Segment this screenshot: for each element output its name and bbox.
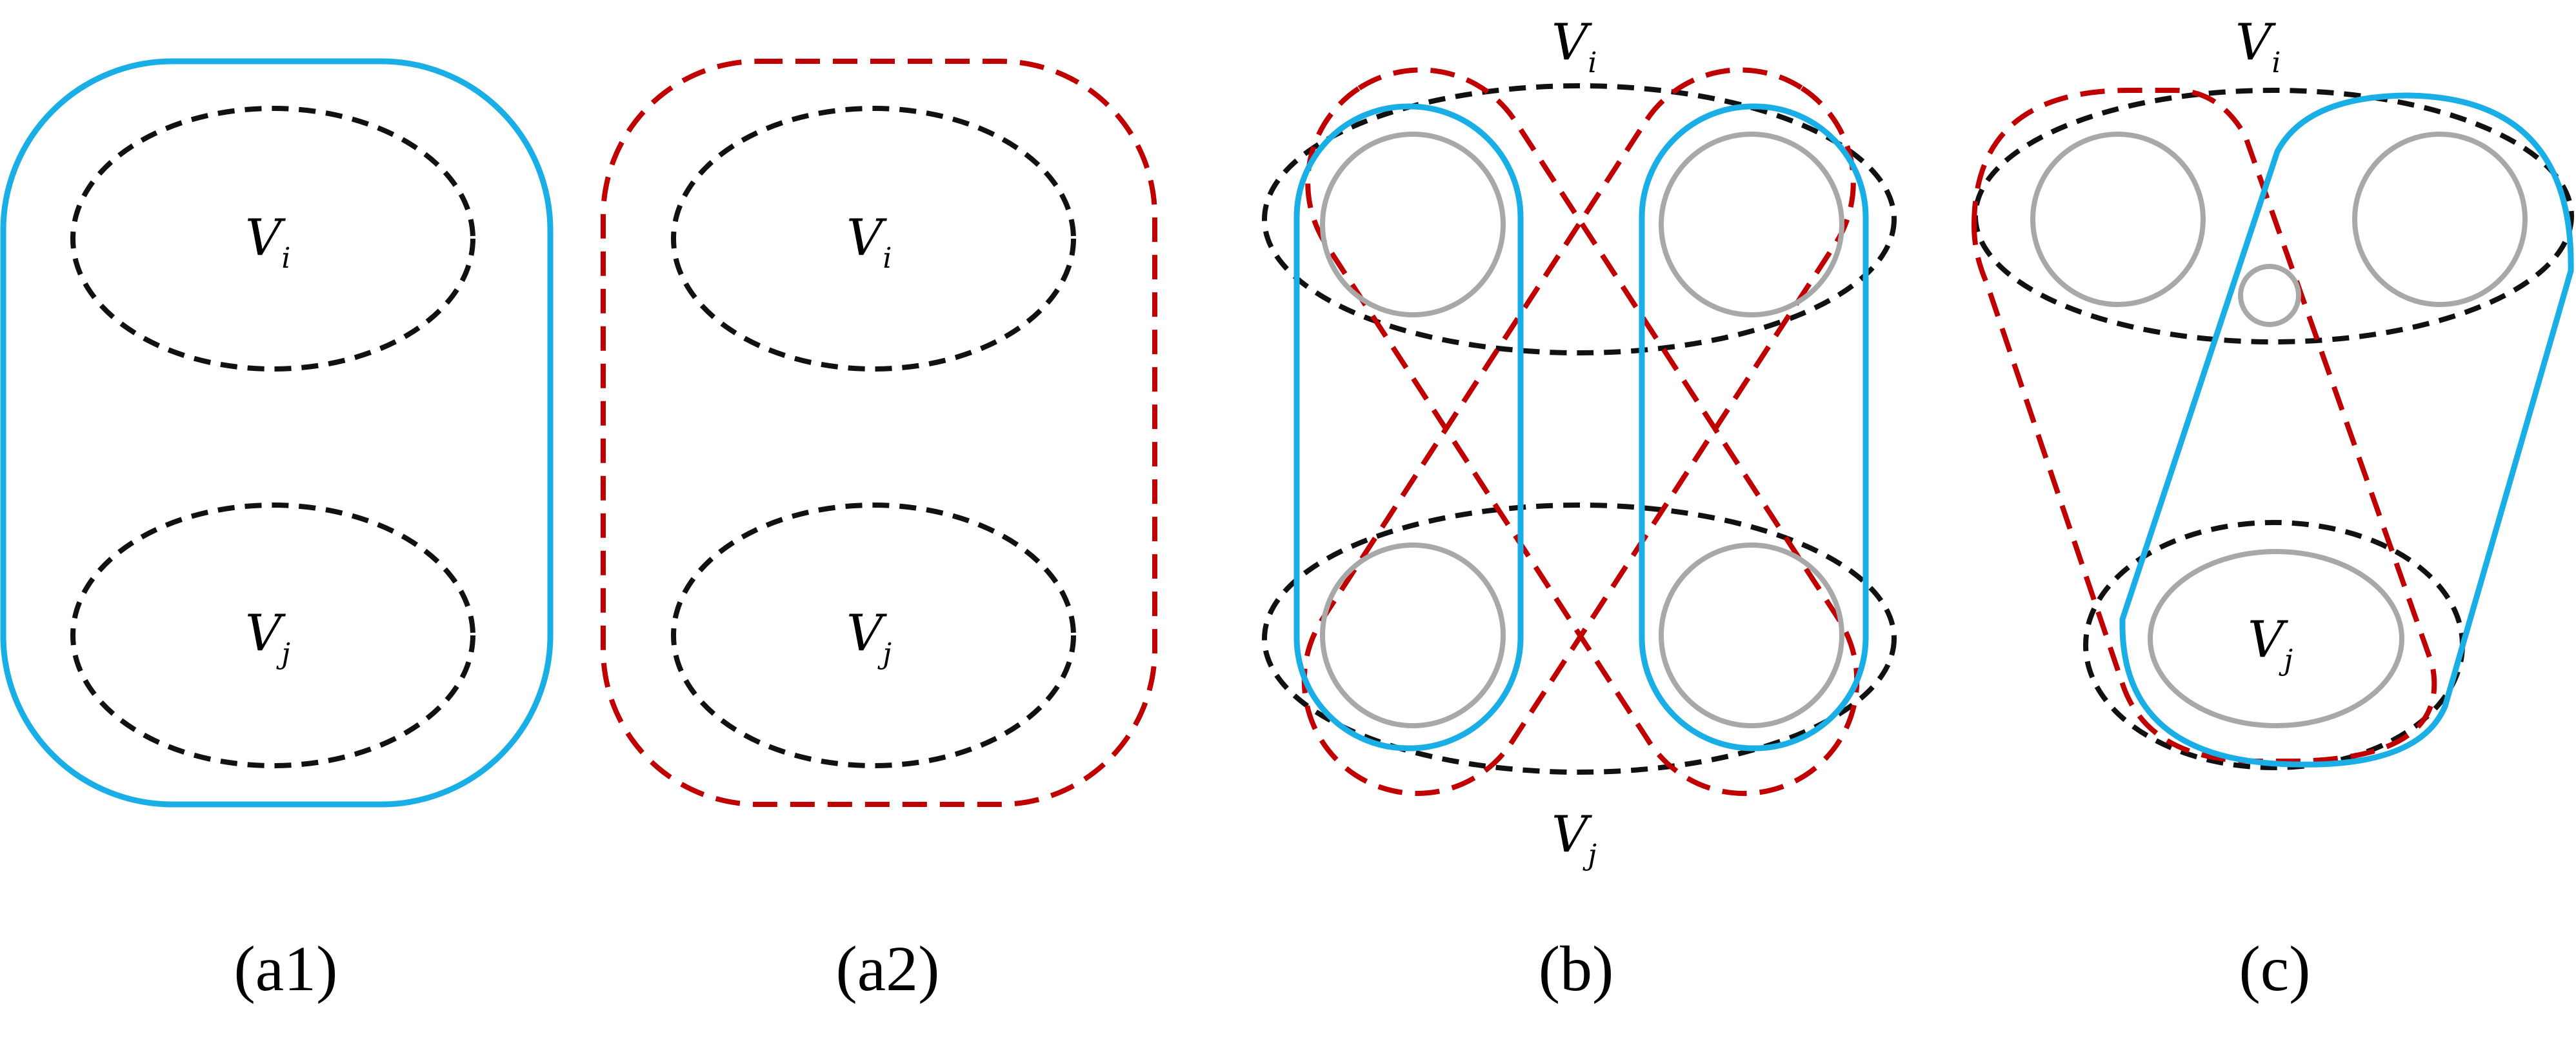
- vi-label: Vi: [1552, 14, 1597, 79]
- blue-solid-hyperedge-left: [1293, 103, 1524, 751]
- caption-a1: (a1): [234, 933, 338, 1004]
- blue-solid-hyperedge: [2119, 92, 2574, 768]
- gray-node-oval: [2148, 549, 2404, 728]
- blue-solid-hyperedge: [0, 58, 554, 808]
- panel-a2: Vi Vj (a2): [601, 59, 1157, 1004]
- red-dashed-hyperedge-diagonal-2: [1301, 67, 1856, 796]
- node-set-vj: [70, 503, 475, 768]
- vj-label: Vj: [846, 604, 892, 670]
- vj-label: Vj: [2248, 611, 2293, 677]
- vi-label: Vi: [846, 209, 892, 275]
- panel-b: Vi Vj (b): [1262, 14, 1897, 1004]
- vi-label: Vi: [245, 209, 290, 275]
- red-dashed-hyperedge: [1971, 88, 2437, 764]
- panel-a1: Vi Vj (a1): [0, 58, 554, 1004]
- node-set-vi: [671, 106, 1076, 372]
- gray-node: [1659, 542, 1844, 728]
- caption-a2: (a2): [836, 933, 940, 1004]
- gray-node: [2352, 132, 2528, 307]
- gray-node: [1659, 132, 1844, 317]
- vj-label: Vj: [1552, 806, 1597, 871]
- blue-solid-hyperedge-right: [1639, 103, 1869, 751]
- vj-label: Vj: [245, 604, 290, 670]
- caption-c: (c): [2239, 933, 2311, 1004]
- vi-label: Vi: [2235, 14, 2281, 79]
- red-dashed-hyperedge: [601, 59, 1157, 807]
- caption-b: (b): [1539, 933, 1614, 1004]
- panel-c: Vi Vj (c): [1971, 14, 2574, 1004]
- node-set-vj: [1262, 503, 1897, 775]
- node-set-vi: [1262, 83, 1897, 355]
- gray-node-small: [2238, 264, 2301, 327]
- gray-node: [2030, 132, 2206, 307]
- gray-node: [1320, 132, 1506, 317]
- red-dashed-hyperedge-diagonal-1: [1305, 67, 1860, 796]
- node-set-vj: [671, 503, 1076, 768]
- gray-node: [1320, 542, 1506, 728]
- node-set-vi: [70, 106, 475, 372]
